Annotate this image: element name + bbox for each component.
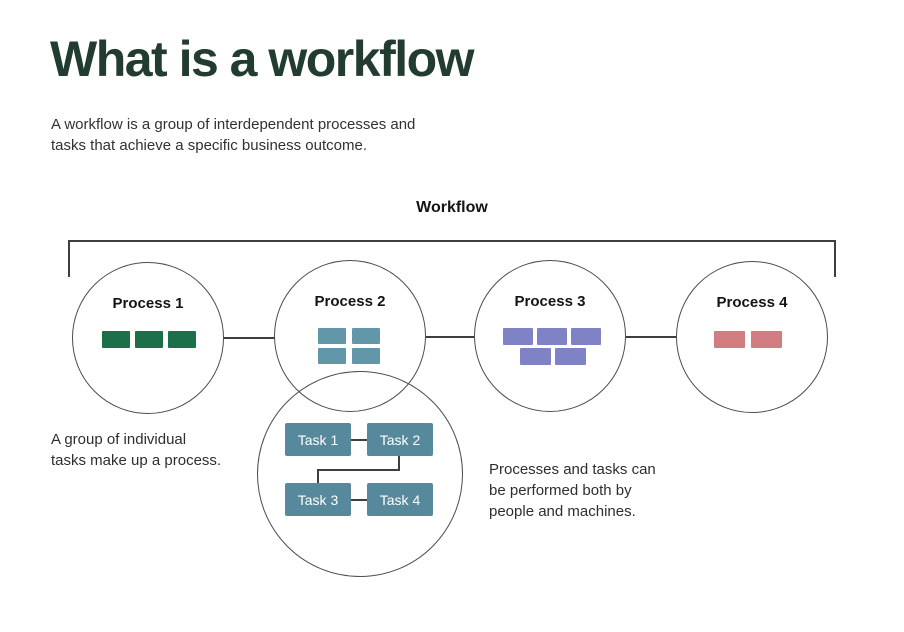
process-1-blocks xyxy=(102,331,196,348)
task-2-label: Task 2 xyxy=(379,431,421,448)
process-2-label: Process 2 xyxy=(314,293,386,310)
connector-task2-elbow-down xyxy=(398,456,400,471)
workflow-label: Workflow xyxy=(416,199,488,216)
connector-task3-task4 xyxy=(351,499,367,501)
task-4-label: Task 4 xyxy=(379,491,421,508)
connector-process3-process4 xyxy=(625,336,677,338)
process-3-block xyxy=(571,328,601,345)
task-detail-circle xyxy=(257,371,463,577)
process-2-circle: Process 2 xyxy=(274,260,426,412)
process-3-blocks-row-1 xyxy=(503,328,601,345)
subtitle-line-1: A workflow is a group of interdependent … xyxy=(51,116,416,133)
process-4-label: Process 4 xyxy=(716,294,788,311)
task-1-box: Task 1 xyxy=(285,423,351,456)
process-2-block xyxy=(352,328,380,344)
subtitle-line-2: tasks that achieve a specific business o… xyxy=(51,137,367,154)
process-1-block xyxy=(102,331,130,348)
process-3-block xyxy=(537,328,567,345)
caption-right-line-1: Processes and tasks can xyxy=(489,461,656,478)
connector-task1-task2 xyxy=(351,439,367,441)
page-title: What is a workflow xyxy=(50,31,475,87)
process-2-block xyxy=(318,348,346,364)
process-3-blocks-row-2 xyxy=(520,348,586,365)
process-3-circle: Process 3 xyxy=(474,260,626,412)
process-2-block xyxy=(318,328,346,344)
caption-right-line-2: be performed both by xyxy=(489,482,632,499)
caption-left-line-2: tasks make up a process. xyxy=(51,452,222,469)
caption-left-line-1: A group of individual xyxy=(51,431,187,448)
caption-left: A group of individual tasks make up a pr… xyxy=(51,429,221,471)
process-4-blocks xyxy=(714,331,782,348)
task-2-box: Task 2 xyxy=(367,423,433,456)
process-3-block xyxy=(503,328,533,345)
task-3-label: Task 3 xyxy=(297,491,339,508)
process-2-blocks-row-1 xyxy=(318,328,380,344)
task-3-box: Task 3 xyxy=(285,483,351,516)
caption-right-line-3: people and machines. xyxy=(489,503,636,520)
page-subtitle: A workflow is a group of interdependent … xyxy=(51,114,415,156)
connector-elbow-task3-down xyxy=(317,469,319,483)
process-1-label: Process 1 xyxy=(112,295,184,312)
process-2-blocks-row-2 xyxy=(318,348,380,364)
caption-right: Processes and tasks can be performed bot… xyxy=(489,459,656,522)
task-1-label: Task 1 xyxy=(297,431,339,448)
task-4-box: Task 4 xyxy=(367,483,433,516)
connector-elbow-horizontal xyxy=(317,469,400,471)
process-1-block xyxy=(135,331,163,348)
process-1-block xyxy=(168,331,196,348)
bracket-top-line xyxy=(68,240,836,242)
process-3-block xyxy=(555,348,586,365)
process-1-circle: Process 1 xyxy=(72,262,224,414)
process-4-block xyxy=(751,331,782,348)
process-4-block xyxy=(714,331,745,348)
connector-process2-process3 xyxy=(425,336,475,338)
process-3-block xyxy=(520,348,551,365)
bracket-left-tick xyxy=(68,240,70,277)
bracket-right-tick xyxy=(834,240,836,277)
connector-process1-process2 xyxy=(223,337,275,339)
process-3-label: Process 3 xyxy=(514,293,586,310)
process-4-circle: Process 4 xyxy=(676,261,828,413)
process-2-block xyxy=(352,348,380,364)
